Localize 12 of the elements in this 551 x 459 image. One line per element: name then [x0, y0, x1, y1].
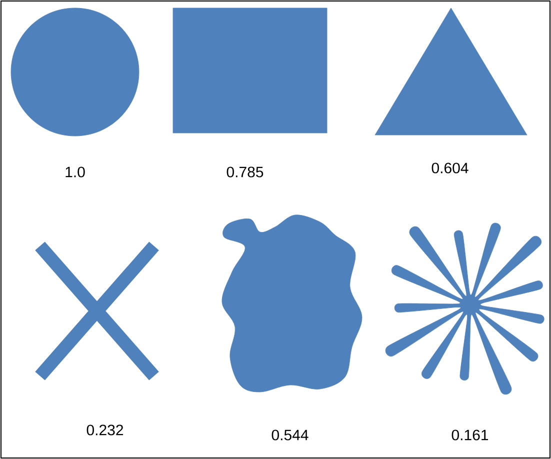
value-label: 1.0 [66, 166, 85, 178]
value-label: 0.604 [432, 162, 468, 174]
value-label: 0.785 [226, 166, 264, 178]
value-label: 0.232 [86, 424, 124, 436]
square-shape [172, 8, 328, 134]
cross-shape [34, 240, 160, 382]
blob-shape [222, 214, 362, 392]
circle-shape [10, 8, 140, 136]
value-label: 0.161 [452, 430, 488, 440]
splat-shape [385, 222, 544, 395]
triangle-shape [374, 8, 528, 136]
value-label: 0.544 [272, 430, 308, 440]
